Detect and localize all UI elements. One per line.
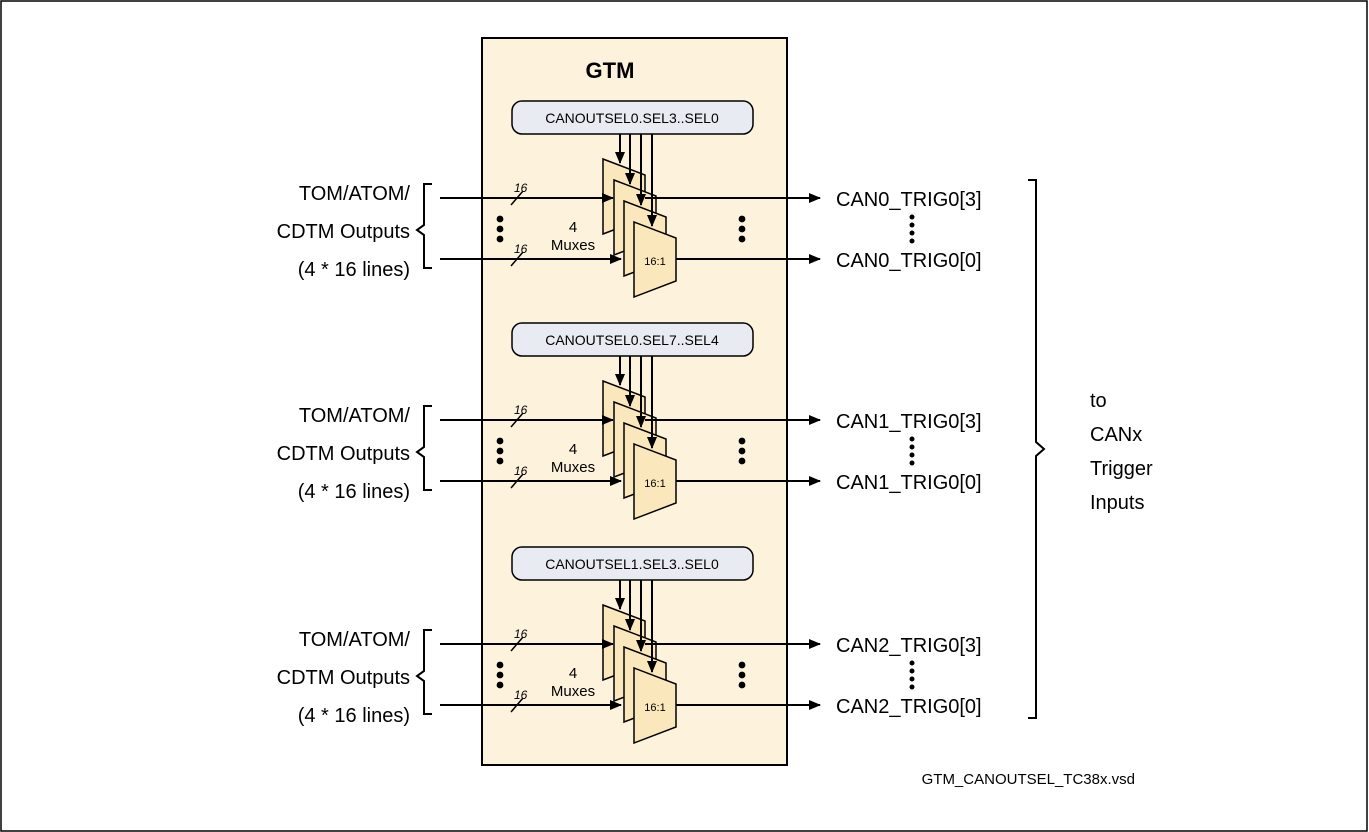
- dots-inside-left: [496, 437, 504, 465]
- dots-inside-right: [738, 661, 746, 689]
- mux-group-2: CANOUTSEL1.SEL3..SEL016:116164MuxesCAN2_…: [277, 546, 982, 745]
- register-box: [511, 100, 754, 135]
- bus-width-bottom: 16: [514, 688, 528, 702]
- bus-slash-bottom: [510, 697, 524, 713]
- input-label-line-1: CDTM Outputs: [277, 443, 410, 465]
- mux-group-0: CANOUTSEL0.SEL3..SEL016:116164MuxesCAN0_…: [277, 100, 982, 299]
- mux-ratio-label: 16:1: [644, 478, 665, 490]
- mux-group-1: CANOUTSEL0.SEL7..SEL416:116164MuxesCAN1_…: [277, 322, 982, 521]
- output-label-top: CAN0_TRIG0[3]: [836, 189, 982, 211]
- output-label-bottom: CAN1_TRIG0[0]: [836, 472, 982, 494]
- dots-inside-left: [496, 661, 504, 689]
- destination-line-2: CANx: [1090, 424, 1142, 446]
- dots-inside-right: [738, 437, 746, 465]
- input-label-line-2: (4 * 16 lines): [298, 481, 410, 503]
- input-label-line-1: CDTM Outputs: [277, 221, 410, 243]
- register-label: CANOUTSEL0.SEL7..SEL4: [545, 332, 719, 348]
- mux-label: Muxes: [551, 237, 595, 254]
- input-brace: [415, 183, 432, 269]
- register-box: [511, 546, 754, 581]
- dots-outputs: [909, 214, 915, 244]
- output-label-bottom: CAN2_TRIG0[0]: [836, 696, 982, 718]
- mux-count: 4: [569, 441, 577, 458]
- destination-line-4: Inputs: [1090, 492, 1144, 514]
- mux-ratio-label: 16:1: [644, 702, 665, 714]
- register-label: CANOUTSEL0.SEL3..SEL0: [545, 110, 719, 126]
- destination-brace: [1028, 179, 1046, 719]
- mux-label: Muxes: [551, 459, 595, 476]
- input-brace: [415, 405, 432, 491]
- mux-ratio-label: 16:1: [644, 256, 665, 268]
- bus-width-bottom: 16: [514, 464, 528, 478]
- destination-label: to CANx Trigger Inputs: [1090, 390, 1153, 514]
- destination-line-3: Trigger: [1090, 458, 1153, 480]
- register-box: [511, 322, 754, 357]
- input-label-line-1: CDTM Outputs: [277, 667, 410, 689]
- bus-width-top: 16: [514, 181, 528, 195]
- multiplexer-3: [633, 442, 677, 521]
- input-label-line-2: (4 * 16 lines): [298, 705, 410, 727]
- dots-inside-right: [738, 215, 746, 243]
- bus-width-top: 16: [514, 627, 528, 641]
- mux-count: 4: [569, 219, 577, 236]
- bus-slash-top: [510, 636, 524, 652]
- input-label-line-2: (4 * 16 lines): [298, 259, 410, 281]
- bus-slash-bottom: [510, 473, 524, 489]
- output-label-top: CAN2_TRIG0[3]: [836, 635, 982, 657]
- bus-width-top: 16: [514, 403, 528, 417]
- register-label: CANOUTSEL1.SEL3..SEL0: [545, 556, 719, 572]
- gtm-title: GTM: [586, 58, 635, 83]
- dots-inside-left: [496, 215, 504, 243]
- multiplexer-3: [633, 666, 677, 745]
- input-label-line-0: TOM/ATOM/: [299, 183, 411, 205]
- dots-outputs: [909, 660, 915, 690]
- dots-outputs: [909, 436, 915, 466]
- multiplexer-3: [633, 220, 677, 299]
- input-label-line-0: TOM/ATOM/: [299, 405, 411, 427]
- bus-width-bottom: 16: [514, 242, 528, 256]
- file-name-caption: GTM_CANOUTSEL_TC38x.vsd: [922, 771, 1135, 788]
- destination-line-1: to: [1090, 390, 1107, 412]
- bus-slash-bottom: [510, 251, 524, 267]
- output-label-bottom: CAN0_TRIG0[0]: [836, 250, 982, 272]
- mux-count: 4: [569, 665, 577, 682]
- bus-slash-top: [510, 412, 524, 428]
- output-label-top: CAN1_TRIG0[3]: [836, 411, 982, 433]
- input-label-line-0: TOM/ATOM/: [299, 629, 411, 651]
- mux-label: Muxes: [551, 683, 595, 700]
- input-brace: [415, 629, 432, 715]
- bus-slash-top: [510, 190, 524, 206]
